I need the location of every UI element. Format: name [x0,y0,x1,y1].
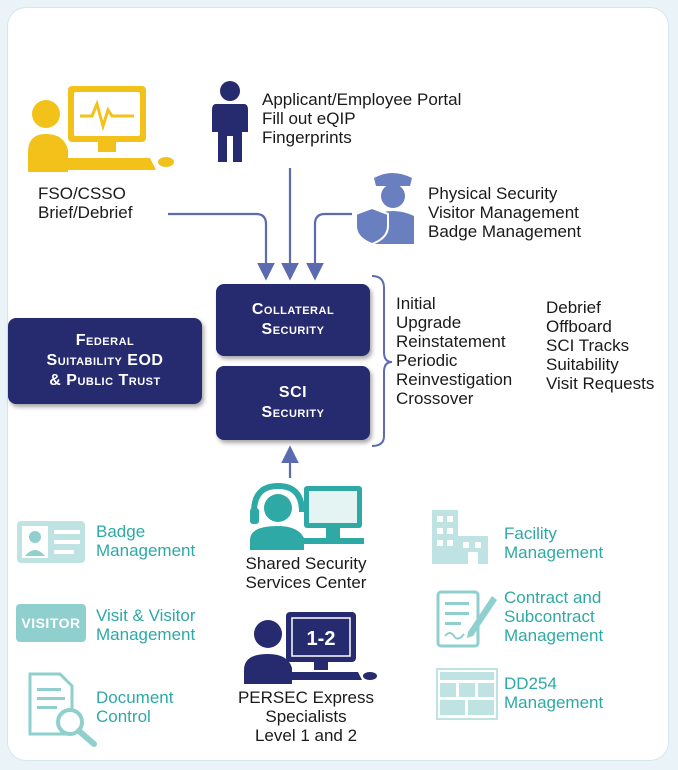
fso-label: FSO/CSSO Brief/Debrief [38,184,133,222]
persec-specialist-icon: 1-2 [244,612,377,684]
contract-management-label: Contract and Subcontract Management [504,588,604,645]
visitor-card-text: VISITOR [21,615,81,631]
facility-management-label: Facility Management [504,524,604,562]
collateral-security-box: Collateral Security [216,284,370,356]
fso-arrow [168,212,275,281]
screen-number: 1-2 [307,628,336,650]
badge-management-label: Badge Management [96,522,196,560]
applicant-label: Applicant/Employee Portal Fill out eQIP … [262,90,462,147]
physical-security-label: Physical Security Visitor Management Bad… [428,184,582,241]
headset-operator-icon [250,482,364,550]
actions-list: Debrief Offboard SCI Tracks Suitability … [546,298,655,393]
physical-arrow [306,212,352,281]
shared-services-label: Shared Security Services Center [245,554,367,592]
visitor-card-icon: VISITOR [16,604,86,642]
federal-suitability-box: Federal Suitability EOD & Public Trust [8,318,202,404]
document-control-label: Document Control [96,688,174,726]
persec-label: PERSEC Express Specialists Level 1 and 2 [237,688,375,745]
document-search-icon [28,672,97,747]
computer-monitor-icon [28,86,174,172]
person-icon [212,81,248,162]
visit-visitor-management-label: Visit & Visitor Management [96,606,196,644]
dd254-form-icon [436,668,498,720]
badge-id-icon [17,521,85,563]
contract-pen-icon [436,590,497,648]
list-bracket [371,275,393,447]
investigation-types-list: Initial Upgrade Reinstatement Periodic R… [396,294,513,408]
building-icon [432,510,488,564]
security-guard-icon [355,173,414,244]
sci-security-box: SCI Security [216,366,370,440]
dd254-management-label: DD254 Management [504,674,604,712]
